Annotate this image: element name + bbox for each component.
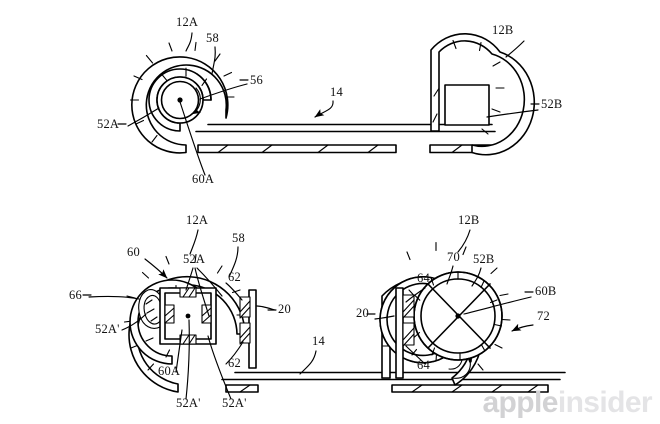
- retaining-clip-66: [138, 289, 167, 329]
- ref-label: 60A: [192, 172, 214, 186]
- ref-label: 20: [278, 302, 291, 316]
- reference-labels-top: 12A 58 56 52A 60A 14 12B 52B: [97, 15, 562, 186]
- ref-label: 64: [417, 358, 430, 372]
- ref-label: 52A': [176, 396, 201, 410]
- ref-label: 12A: [176, 15, 198, 29]
- ref-label: 52A': [95, 322, 120, 336]
- ref-label: 62: [228, 270, 241, 284]
- appleinsider-watermark: appleinsider: [482, 388, 652, 418]
- right-coil-housing-12B-top: [430, 33, 536, 156]
- figure-top: 12A 58 56 52A 60A 14 12B 52B: [97, 15, 562, 186]
- ref-label: 14: [312, 334, 325, 348]
- ref-label: 66: [69, 288, 82, 302]
- figure-bottom-left: 12A 58 60 52A 62 66 52A' 20 62 60A 52A' …: [69, 213, 566, 410]
- ref-label: 12B: [492, 23, 513, 37]
- ref-label: 14: [330, 85, 343, 99]
- ref-label: 60B: [535, 284, 556, 298]
- ref-label: 70: [447, 250, 460, 264]
- ref-label: 60A: [158, 364, 180, 378]
- ref-label: 52A': [222, 396, 247, 410]
- watermark-insider: insider: [557, 386, 653, 419]
- ref-label: 58: [232, 231, 245, 245]
- ref-label: 12B: [458, 213, 479, 227]
- ref-label: 56: [250, 73, 263, 87]
- watermark-apple: apple: [482, 386, 558, 419]
- leader-lines-bottom-right: [366, 229, 534, 365]
- ref-label: 20: [356, 306, 369, 320]
- ref-label: 52B: [541, 97, 562, 111]
- flexible-body-strip-top: [195, 123, 496, 154]
- figure-bottom-right: 12B 70 52B 64 60B 20 72 64: [356, 213, 556, 386]
- leader-lines-bottom-left: [82, 229, 317, 400]
- inner-square-module-60A: [159, 287, 217, 345]
- reference-labels-bottom-right: 12B 70 52B 64 60B 20 72 64: [356, 213, 556, 372]
- ref-label: 52B: [473, 252, 494, 266]
- ref-label: 72: [537, 309, 550, 323]
- connector-board-20-right: [395, 287, 415, 379]
- reference-labels-bottom-left: 12A 58 60 52A 62 66 52A' 20 62 60A 52A' …: [69, 213, 325, 410]
- ref-label: 52A: [183, 252, 205, 266]
- ref-label: 12A: [186, 213, 208, 227]
- connector-board-20-left: [239, 289, 257, 369]
- ref-label: 62: [228, 356, 241, 370]
- ref-label: 52A: [97, 117, 119, 131]
- ref-label: 58: [206, 31, 219, 45]
- ref-label: 60: [127, 245, 140, 259]
- leader-lines-top: [127, 32, 539, 176]
- left-coil-housing-12A-top: [129, 41, 235, 154]
- ref-label: 64: [417, 271, 430, 285]
